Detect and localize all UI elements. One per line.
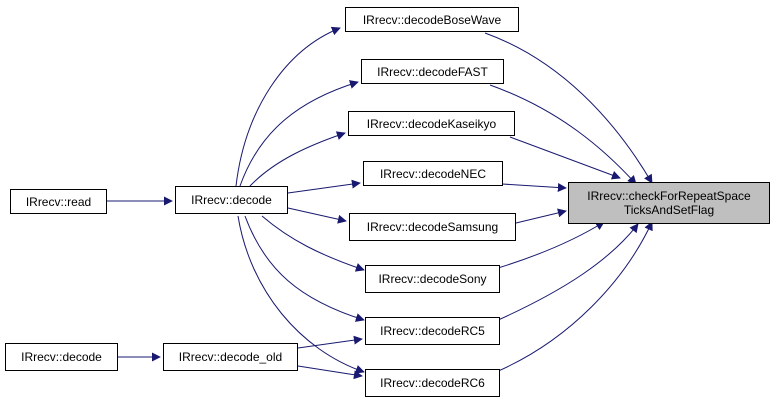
edge-fast-to-target (489, 84, 637, 185)
node-decode-samsung[interactable]: IRrecv::decodeSamsung (349, 213, 516, 241)
node-decode-fast[interactable]: IRrecv::decodeFAST (361, 59, 504, 84)
node-check-for-repeat-space-ticks-and-set-flag: IRrecv::checkForRepeatSpace TicksAndSetF… (568, 182, 770, 224)
node-decode-nec[interactable]: IRrecv::decodeNEC (363, 161, 503, 186)
edge-decode-to-rc6 (237, 215, 365, 374)
edge-kaseikyo-to-target (509, 136, 621, 180)
node-read[interactable]: IRrecv::read (10, 189, 107, 214)
node-decode-sony[interactable]: IRrecv::decodeSony (365, 265, 500, 293)
edge-rc6-to-target (495, 221, 653, 373)
edge-sony-to-target (497, 221, 605, 269)
edge-decode-to-kaseikyo (249, 131, 346, 187)
node-decode-bosewave[interactable]: IRrecv::decodeBoseWave (345, 7, 519, 32)
edge-decode-to-fast (239, 80, 359, 187)
edge-decodeold-to-rc5 (297, 335, 363, 349)
edge-samsung-to-target (515, 208, 567, 224)
edge-decode-to-rc5 (244, 215, 365, 322)
focus-node-label-line1: IRrecv::checkForRepeatSpace (587, 189, 751, 203)
edge-nec-to-target (501, 183, 567, 192)
edge-decode-to-samsung (287, 207, 347, 224)
edge-decode-to-sony (261, 215, 365, 272)
edge-bosewave-to-target (484, 32, 653, 184)
node-decode-kaseikyo[interactable]: IRrecv::decodeKaseikyo (348, 111, 515, 136)
edge-rc5-to-target (495, 223, 639, 322)
node-decode-left[interactable]: IRrecv::decode (5, 343, 118, 371)
node-decode-old[interactable]: IRrecv::decode_old (163, 343, 298, 371)
node-decode-rc6[interactable]: IRrecv::decodeRC6 (365, 369, 500, 397)
focus-node-label-line2: TicksAndSetFlag (623, 203, 715, 217)
node-decode-rc5[interactable]: IRrecv::decodeRC5 (365, 317, 500, 345)
edge-decode-to-bosewave (235, 26, 341, 187)
edge-decodeold-to-rc6 (297, 365, 363, 380)
node-decode[interactable]: IRrecv::decode (175, 186, 288, 214)
edge-decode-to-nec (287, 179, 361, 194)
